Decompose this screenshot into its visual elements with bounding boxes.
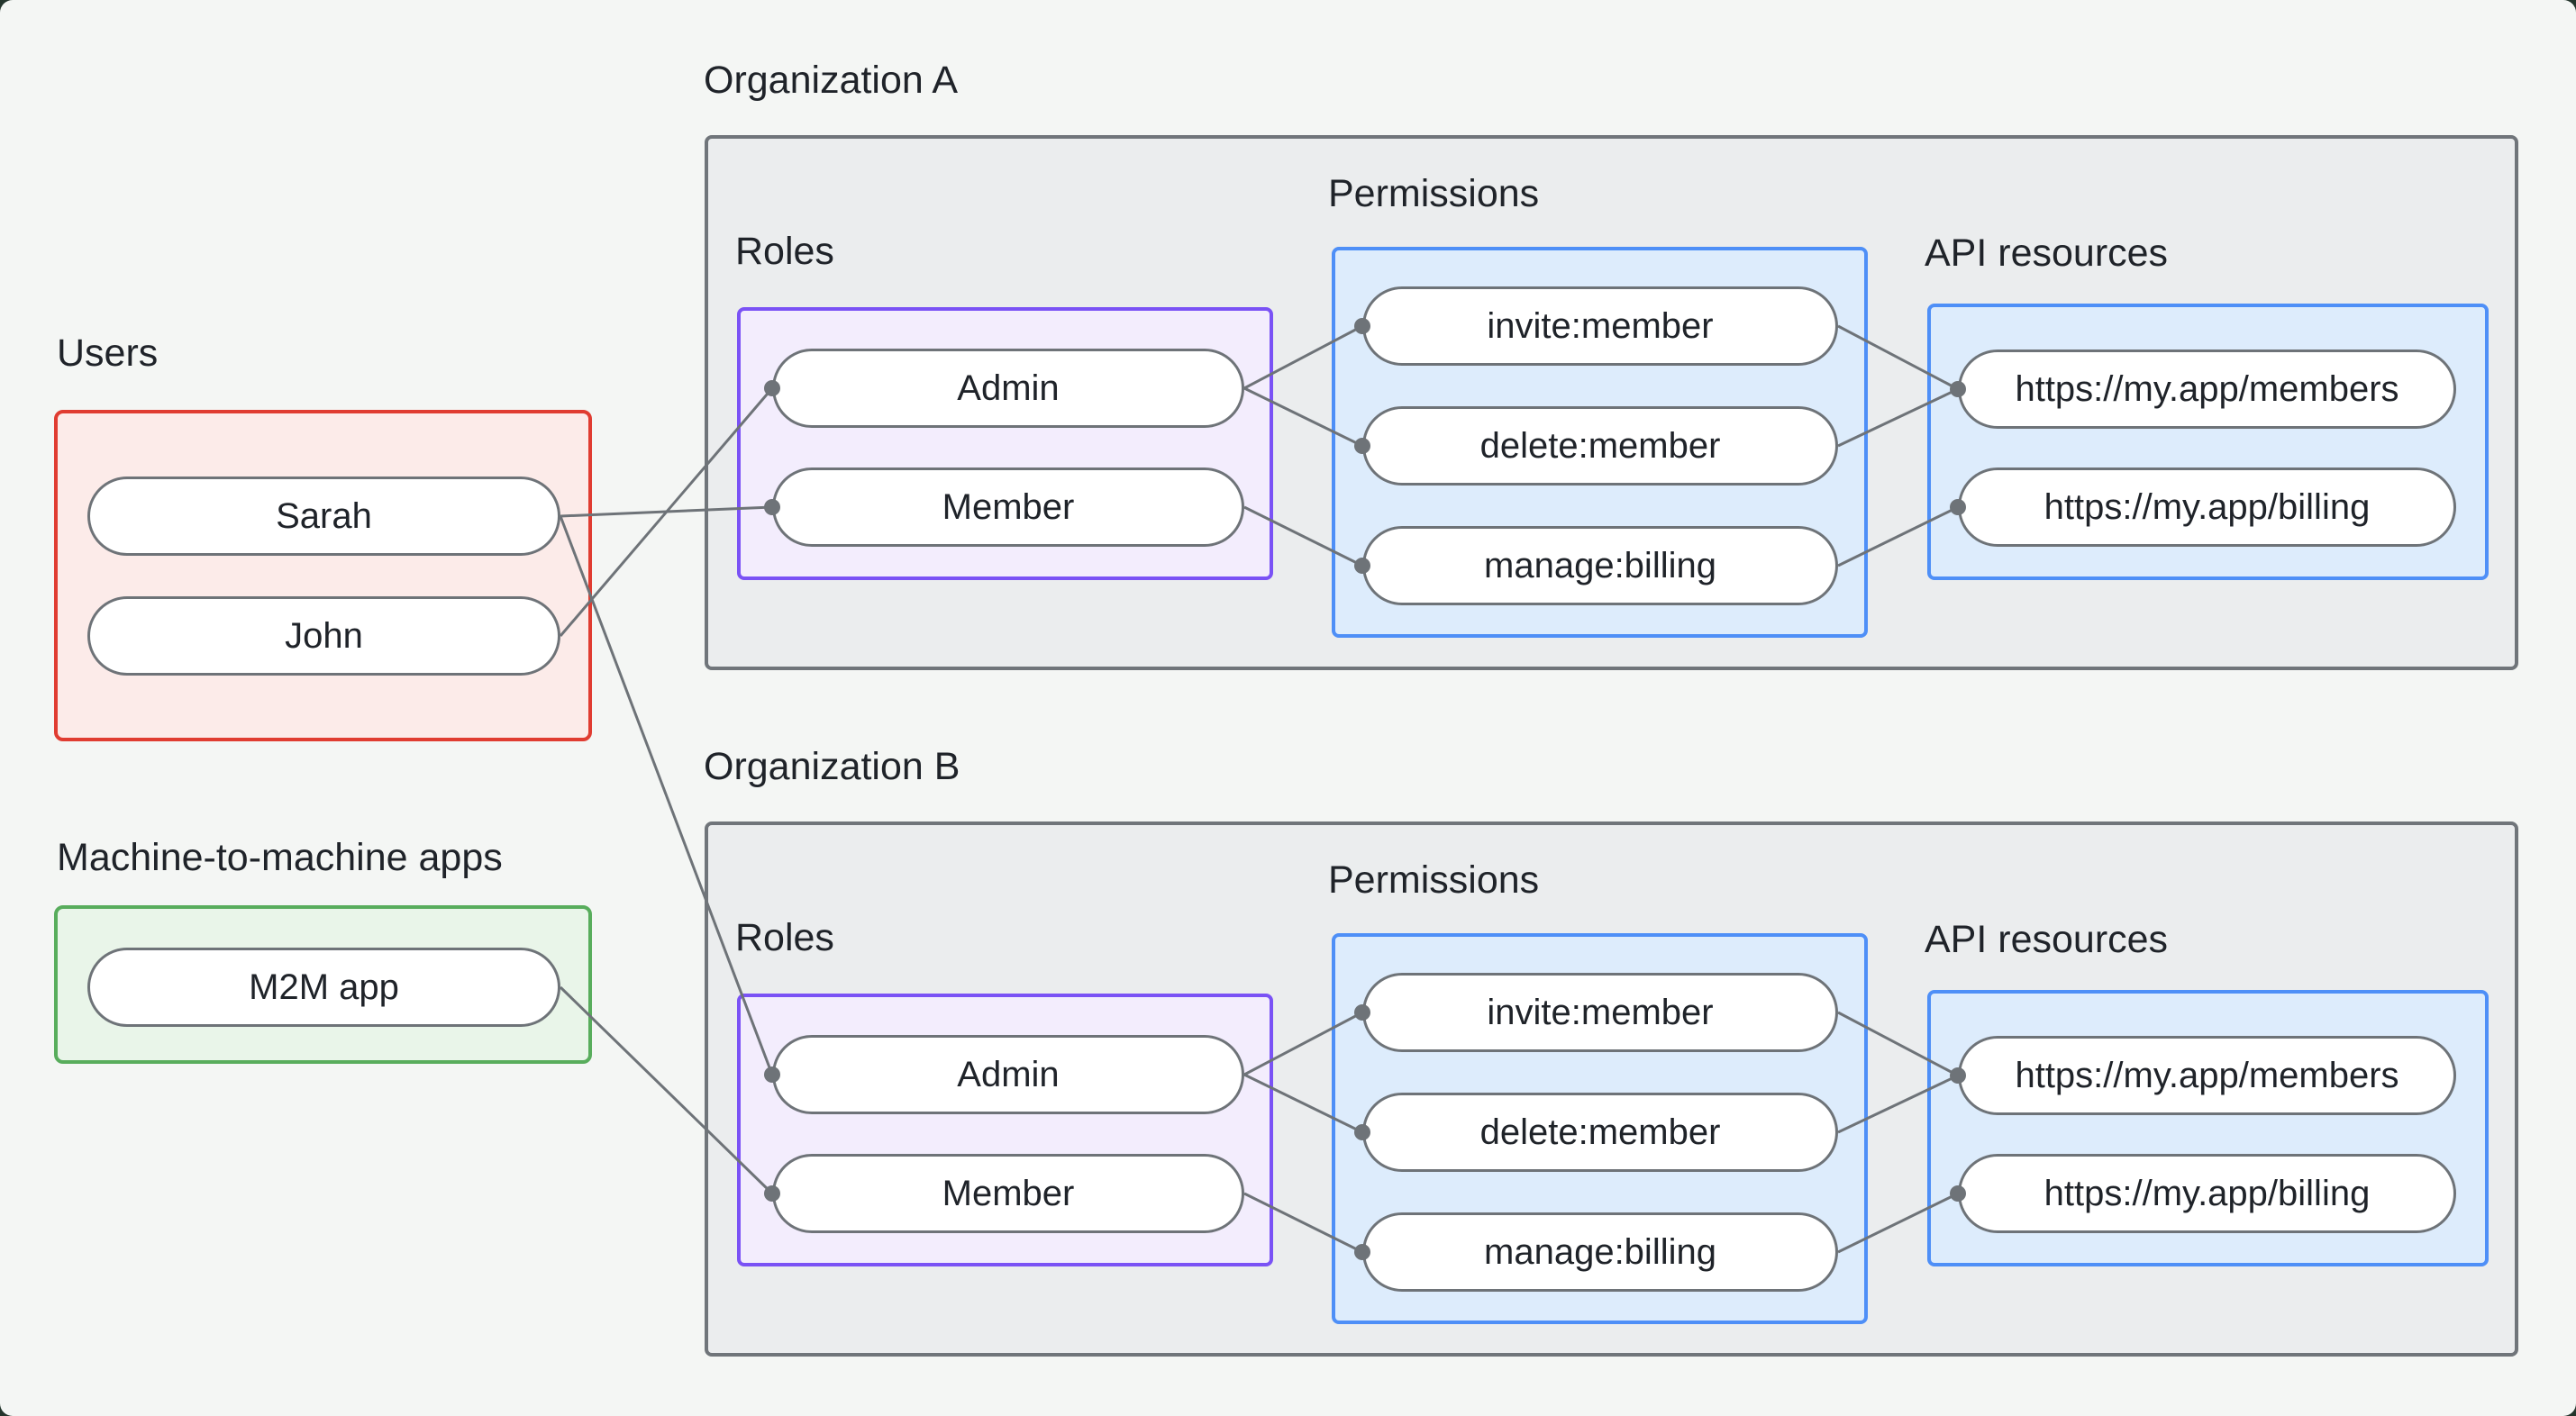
org-b-permission-manage-billing: manage:billing — [1362, 1212, 1838, 1292]
org-b-api-billing: https://my.app/billing — [1958, 1154, 2456, 1233]
org-b-permission-invite-member: invite:member — [1362, 973, 1838, 1052]
m2m-section-label: Machine-to-machine apps — [57, 836, 503, 879]
org-b-permission-delete-member: delete:member — [1362, 1093, 1838, 1172]
users-group-box — [54, 410, 592, 741]
org-b-roles-label: Roles — [735, 916, 834, 959]
org-b-label: Organization B — [704, 745, 960, 788]
org-b-api-resources-label: API resources — [1925, 918, 2169, 961]
m2m-app-node: M2M app — [87, 948, 560, 1027]
user-node-sarah: Sarah — [87, 477, 560, 556]
org-a-api-members: https://my.app/members — [1958, 349, 2456, 429]
org-b-role-member: Member — [772, 1154, 1244, 1233]
org-a-api-resources-label: API resources — [1925, 231, 2169, 275]
org-a-label: Organization A — [704, 59, 959, 102]
users-section-label: Users — [57, 331, 159, 375]
org-b-role-admin: Admin — [772, 1035, 1244, 1114]
org-a-role-admin: Admin — [772, 349, 1244, 428]
org-a-permission-manage-billing: manage:billing — [1362, 526, 1838, 605]
org-a-permission-delete-member: delete:member — [1362, 406, 1838, 486]
org-a-role-member: Member — [772, 467, 1244, 547]
user-node-john: John — [87, 596, 560, 676]
org-b-permissions-label: Permissions — [1328, 858, 1540, 902]
org-b-api-members: https://my.app/members — [1958, 1036, 2456, 1115]
org-a-api-billing: https://my.app/billing — [1958, 467, 2456, 547]
org-a-roles-label: Roles — [735, 230, 834, 273]
org-a-permissions-label: Permissions — [1328, 172, 1540, 215]
org-a-permission-invite-member: invite:member — [1362, 286, 1838, 366]
